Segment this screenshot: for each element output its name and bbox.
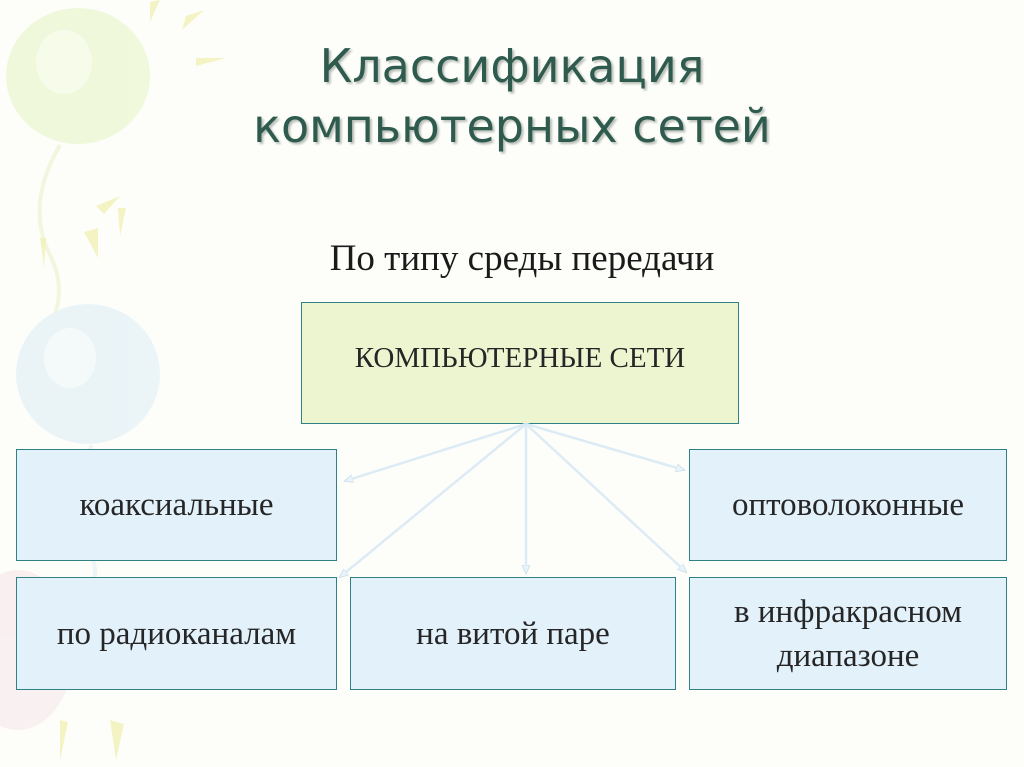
node-coaxial: коаксиальные [16, 449, 337, 561]
node-fiber-optic: оптоволоконные [689, 449, 1007, 561]
node-label: коаксиальные [79, 487, 274, 523]
subtitle: По типу среды передачи [329, 238, 715, 279]
page-title-line-1: Классификация [319, 39, 705, 93]
node-label: на витой паре [416, 615, 610, 652]
node-label: в инфракрасном диапазоне [734, 593, 962, 674]
node-infrared: в инфракрасном диапазоне [689, 577, 1007, 690]
node-label: оптоволоконные [731, 487, 965, 523]
page-title-line-2: компьютерных сетей [253, 99, 771, 153]
node-radio-channels: по радиоканалам [16, 577, 337, 690]
root-node-computer-networks: КОМПЬЮТЕРНЫЕ СЕТИ [301, 302, 739, 424]
node-label: по радиоканалам [56, 615, 297, 652]
sunburst-rays-decoration [40, 0, 226, 760]
root-node-label: КОМПЬЮТЕРНЫЕ СЕТИ [354, 342, 686, 374]
node-twisted-pair: на витой паре [350, 577, 676, 690]
